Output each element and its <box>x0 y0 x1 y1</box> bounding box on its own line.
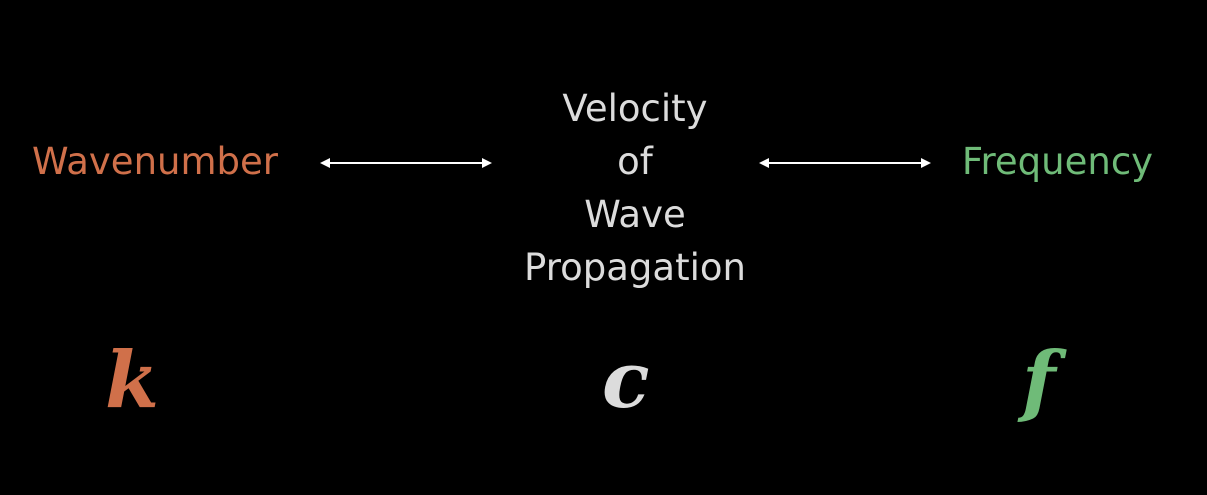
double-arrow-left <box>320 158 492 168</box>
velocity-line: Wave <box>584 193 686 236</box>
double-arrow-right <box>759 158 931 168</box>
velocity-label: Velocity of Wave Propagation <box>490 82 780 294</box>
velocity-symbol: c <box>602 335 650 426</box>
velocity-line: Velocity <box>562 87 708 130</box>
frequency-symbol: f <box>1022 335 1056 426</box>
frequency-label: Frequency <box>961 140 1154 183</box>
velocity-line: Propagation <box>524 246 746 289</box>
wavenumber-symbol: k <box>105 335 160 426</box>
wavenumber-label: Wavenumber <box>32 140 278 183</box>
velocity-line: of <box>617 140 653 183</box>
